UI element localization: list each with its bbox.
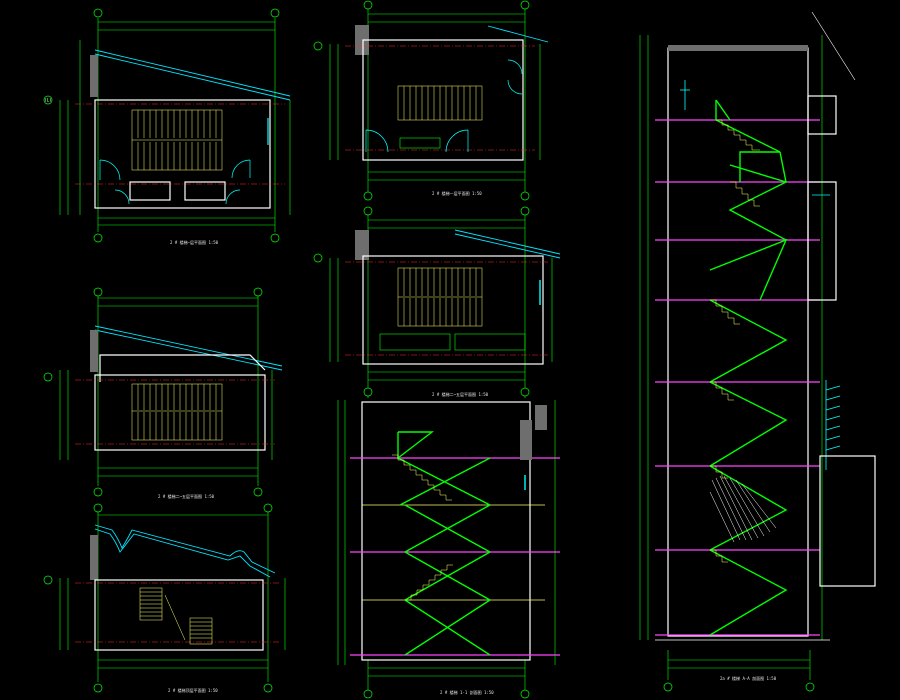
view-caption: 2 # 楼梯二~五层平面图 1:50 bbox=[158, 493, 215, 499]
plan-view-bottom-left: 2 # 楼梯顶层平面图 1:50 bbox=[43, 503, 286, 693]
view-caption: 2 # 楼梯一层平面图 1:50 bbox=[432, 190, 482, 196]
plan-view-mid-left: 2 # 楼梯二~五层平面图 1:50 bbox=[43, 287, 283, 499]
axis-label-l: (L) bbox=[44, 98, 51, 103]
view-caption: 2 # 楼梯—层平面图 1:50 bbox=[170, 239, 219, 245]
plan-view-top-left: (L) 2 # 楼梯—层平面图 1:50 bbox=[43, 8, 291, 245]
view-caption: 2a # 楼梯 A-A 剖面图 1:50 bbox=[720, 675, 777, 681]
plan-view-top-center: 2 # 楼梯一层平面图 1:50 bbox=[313, 0, 549, 201]
view-caption: 2 # 楼梯二~五层平面图 1:50 bbox=[432, 391, 489, 397]
plan-view-mid-center: 2 # 楼梯二~五层平面图 1:50 bbox=[313, 206, 561, 398]
section-view-center: 2 # 楼梯 1-1 剖面图 1:50 bbox=[337, 400, 560, 699]
section-view-right: 2a # 楼梯 A-A 剖面图 1:50 bbox=[639, 11, 876, 692]
view-caption: 2 # 楼梯顶层平面图 1:50 bbox=[168, 687, 218, 693]
view-caption: 2 # 楼梯 1-1 剖面图 1:50 bbox=[440, 689, 494, 695]
